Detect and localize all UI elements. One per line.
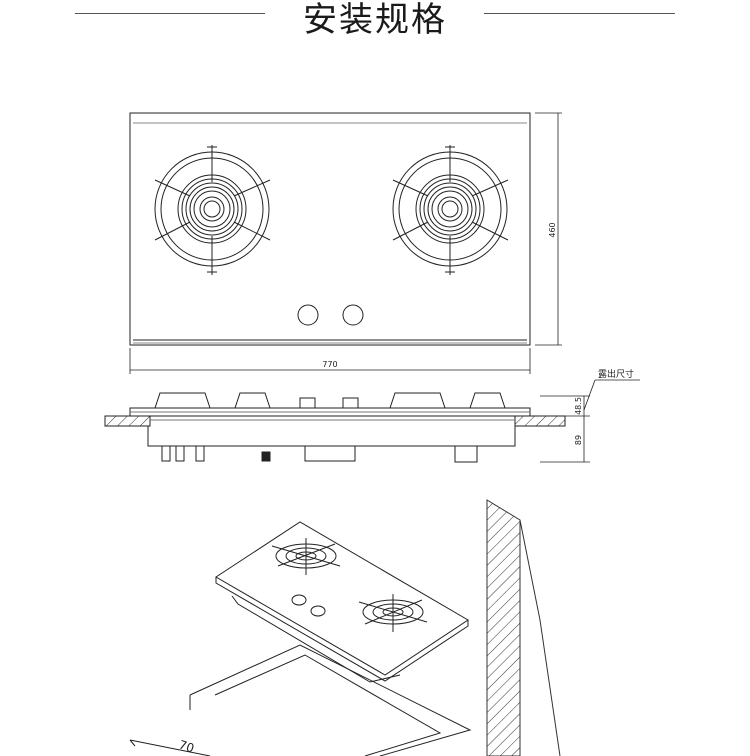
exposed-size-label: 露出尺寸 — [598, 368, 634, 380]
width-dimension-label: 770 — [322, 360, 337, 369]
title-row: 安装规格 — [0, 0, 750, 40]
below-height-label: 89 — [574, 435, 583, 445]
right-knob — [342, 304, 364, 326]
side-view — [104, 392, 566, 463]
page-title: 安装规格 — [303, 0, 447, 40]
knob-1-perspective — [291, 594, 307, 606]
front-burner-perspective — [358, 594, 428, 632]
top-view-dimensions — [129, 112, 562, 374]
wall — [486, 499, 521, 756]
countertop-cutout — [189, 644, 472, 756]
side-view-dimensions — [540, 379, 640, 463]
counter-left — [104, 415, 151, 427]
left-burner-top — [154, 145, 271, 275]
perspective-view — [129, 499, 561, 756]
top-view — [129, 112, 531, 346]
counter-right — [514, 415, 566, 427]
exposed-height-label: 48.5 — [574, 397, 583, 415]
title-rule-left — [75, 13, 265, 14]
depth-dimension-label: 460 — [548, 222, 557, 237]
cooktop-perspective — [215, 521, 469, 676]
left-knob — [297, 304, 319, 326]
title-rule-right — [484, 13, 675, 14]
cooktop-outline — [129, 112, 531, 346]
knob-2-perspective — [310, 605, 326, 617]
right-burner-top — [392, 145, 509, 275]
back-burner-perspective — [271, 538, 341, 575]
perspective-dimension-label: 70 — [177, 738, 196, 756]
